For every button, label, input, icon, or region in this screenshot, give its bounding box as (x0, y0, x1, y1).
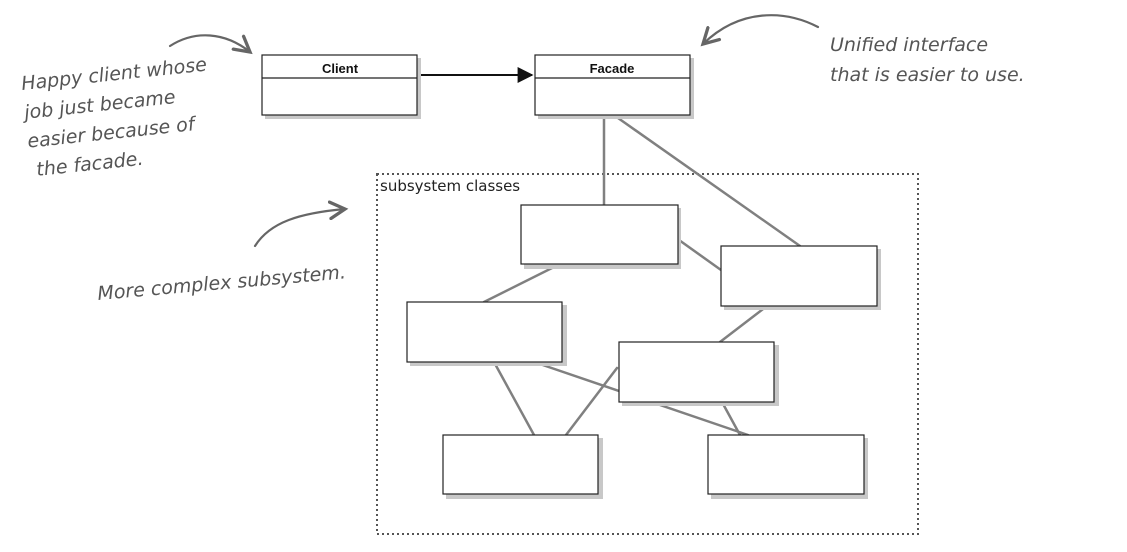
class-b-to-class-d-line (718, 304, 769, 344)
facade-class-title: Facade (590, 61, 635, 76)
subsystem-classes (406, 204, 881, 499)
facade-class: Facade (534, 54, 694, 119)
client-note: Happy client whose job just became easie… (17, 53, 223, 182)
facade-to-class-b-line (616, 116, 802, 248)
client-class: Client (261, 54, 421, 119)
subsystem-note: More complex subsystem. (97, 261, 347, 305)
class-d-to-class-f-line (720, 400, 742, 437)
subsystem-note-arrow (253, 209, 345, 248)
class-d-to-class-e-line (564, 366, 619, 437)
subsystem-label: subsystem classes (380, 177, 520, 195)
subsystem-class-box (406, 301, 567, 366)
client-class-title: Client (322, 61, 359, 76)
subsystem-class-box (520, 204, 681, 269)
subsystem-class-box (442, 434, 603, 499)
subsystem-boundary (376, 173, 919, 535)
subsystem-class-box (707, 434, 868, 499)
facade-note: Unified interface that is easier to use. (830, 34, 1025, 86)
class-a-to-class-c-line (482, 262, 562, 304)
class-c-to-class-e-line (492, 360, 536, 437)
subsystem-class-box (720, 245, 881, 310)
client-note-arrow (168, 34, 250, 52)
subsystem-class-box (618, 341, 779, 406)
facade-note-arrow (703, 14, 820, 44)
class-a-to-class-b-line (677, 238, 723, 272)
